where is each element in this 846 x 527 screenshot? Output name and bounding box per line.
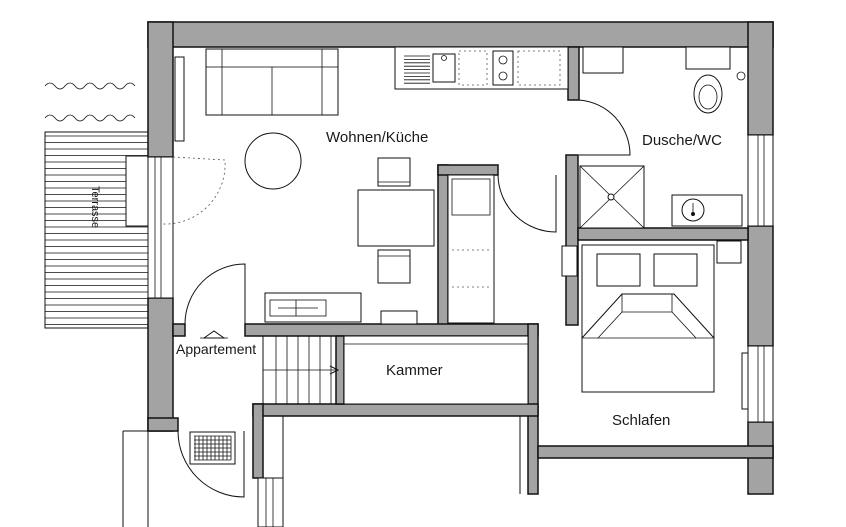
sink-basin bbox=[432, 53, 456, 83]
living-door-swing bbox=[184, 263, 246, 325]
bath-furniture bbox=[579, 46, 746, 229]
stove bbox=[492, 50, 514, 86]
room-label-dusche: Dusche/WC bbox=[642, 132, 722, 149]
tall-cabinet bbox=[447, 174, 495, 324]
labels: Wohnen/Küche Dusche/WC Kammer Schlafen A… bbox=[89, 129, 722, 429]
wall-cabinet-top bbox=[437, 164, 499, 176]
tp-holder bbox=[736, 71, 746, 81]
fridge bbox=[517, 50, 561, 86]
toilet-bowl bbox=[693, 74, 723, 114]
window-right-bedroom bbox=[747, 345, 774, 423]
window-left-upper bbox=[174, 56, 185, 142]
sideboard bbox=[264, 292, 362, 323]
wall-bath-bedroom bbox=[577, 227, 749, 241]
stair-arrow-icon bbox=[329, 365, 340, 375]
pillow-right bbox=[653, 253, 698, 287]
bath-door-swing bbox=[578, 99, 631, 156]
stairs bbox=[262, 335, 340, 405]
toilet-tank bbox=[685, 46, 731, 70]
dining-table bbox=[357, 189, 435, 247]
room-label-kammer: Kammer bbox=[386, 362, 443, 379]
wall-cabinet-left bbox=[437, 164, 449, 326]
kammer-room bbox=[343, 335, 529, 405]
wall-right-mid bbox=[747, 225, 774, 347]
sink-drainboard bbox=[404, 55, 430, 84]
dishwasher bbox=[458, 50, 488, 86]
room-label-appartement: Appartement bbox=[176, 341, 256, 357]
wall-left-upper bbox=[147, 21, 174, 158]
wall-kitchen-bath bbox=[567, 46, 580, 101]
wall-stair-left bbox=[252, 403, 264, 479]
dining-chair-top bbox=[377, 157, 411, 187]
wall-bottom bbox=[537, 445, 774, 459]
nightstand-left bbox=[561, 245, 578, 277]
room-label-terrasse: Terrasse bbox=[89, 186, 101, 228]
small-cabinet bbox=[380, 310, 418, 325]
pillow-left bbox=[596, 253, 641, 287]
bath-cabinet bbox=[582, 46, 624, 74]
wall-outside-bottom bbox=[257, 477, 284, 527]
hedge bbox=[44, 82, 136, 122]
wall-bath-left bbox=[565, 154, 579, 326]
dining-chair-bottom bbox=[377, 249, 411, 284]
room-label-schlafen: Schlafen bbox=[612, 412, 670, 429]
coffee-table bbox=[244, 132, 302, 190]
terrace bbox=[44, 82, 149, 329]
kitchen-counter bbox=[394, 46, 569, 90]
terrace-door-frame bbox=[147, 156, 174, 299]
walls bbox=[147, 21, 774, 495]
wall-kammer-bottom bbox=[252, 403, 539, 417]
wall-living-bottom bbox=[172, 323, 186, 337]
doors bbox=[162, 99, 631, 498]
terrace-step bbox=[125, 155, 149, 227]
wall-top bbox=[147, 21, 774, 48]
nightstand-right bbox=[716, 240, 742, 264]
kammer-shelves bbox=[343, 335, 529, 405]
living-furniture bbox=[205, 46, 569, 325]
wall-living-bottom-2 bbox=[244, 323, 539, 337]
washbasin bbox=[671, 194, 743, 227]
wall-right-upper bbox=[747, 21, 774, 136]
entrance-arrow-icon bbox=[202, 330, 226, 339]
entrance-door-swing bbox=[177, 430, 245, 498]
wall-bottom-stub bbox=[147, 417, 179, 432]
room-label-wohnen: Wohnen/Küche bbox=[326, 129, 428, 146]
window-right-bath bbox=[747, 134, 774, 227]
windows bbox=[147, 56, 774, 423]
window-bedroom-inner bbox=[741, 352, 749, 410]
hall-door-swing bbox=[497, 174, 557, 233]
doormat-grid bbox=[194, 435, 232, 461]
outside-bottom bbox=[122, 416, 521, 527]
duvet-fold bbox=[581, 293, 715, 339]
wall-left-lower bbox=[147, 297, 174, 432]
bedroom-furniture bbox=[561, 240, 742, 393]
